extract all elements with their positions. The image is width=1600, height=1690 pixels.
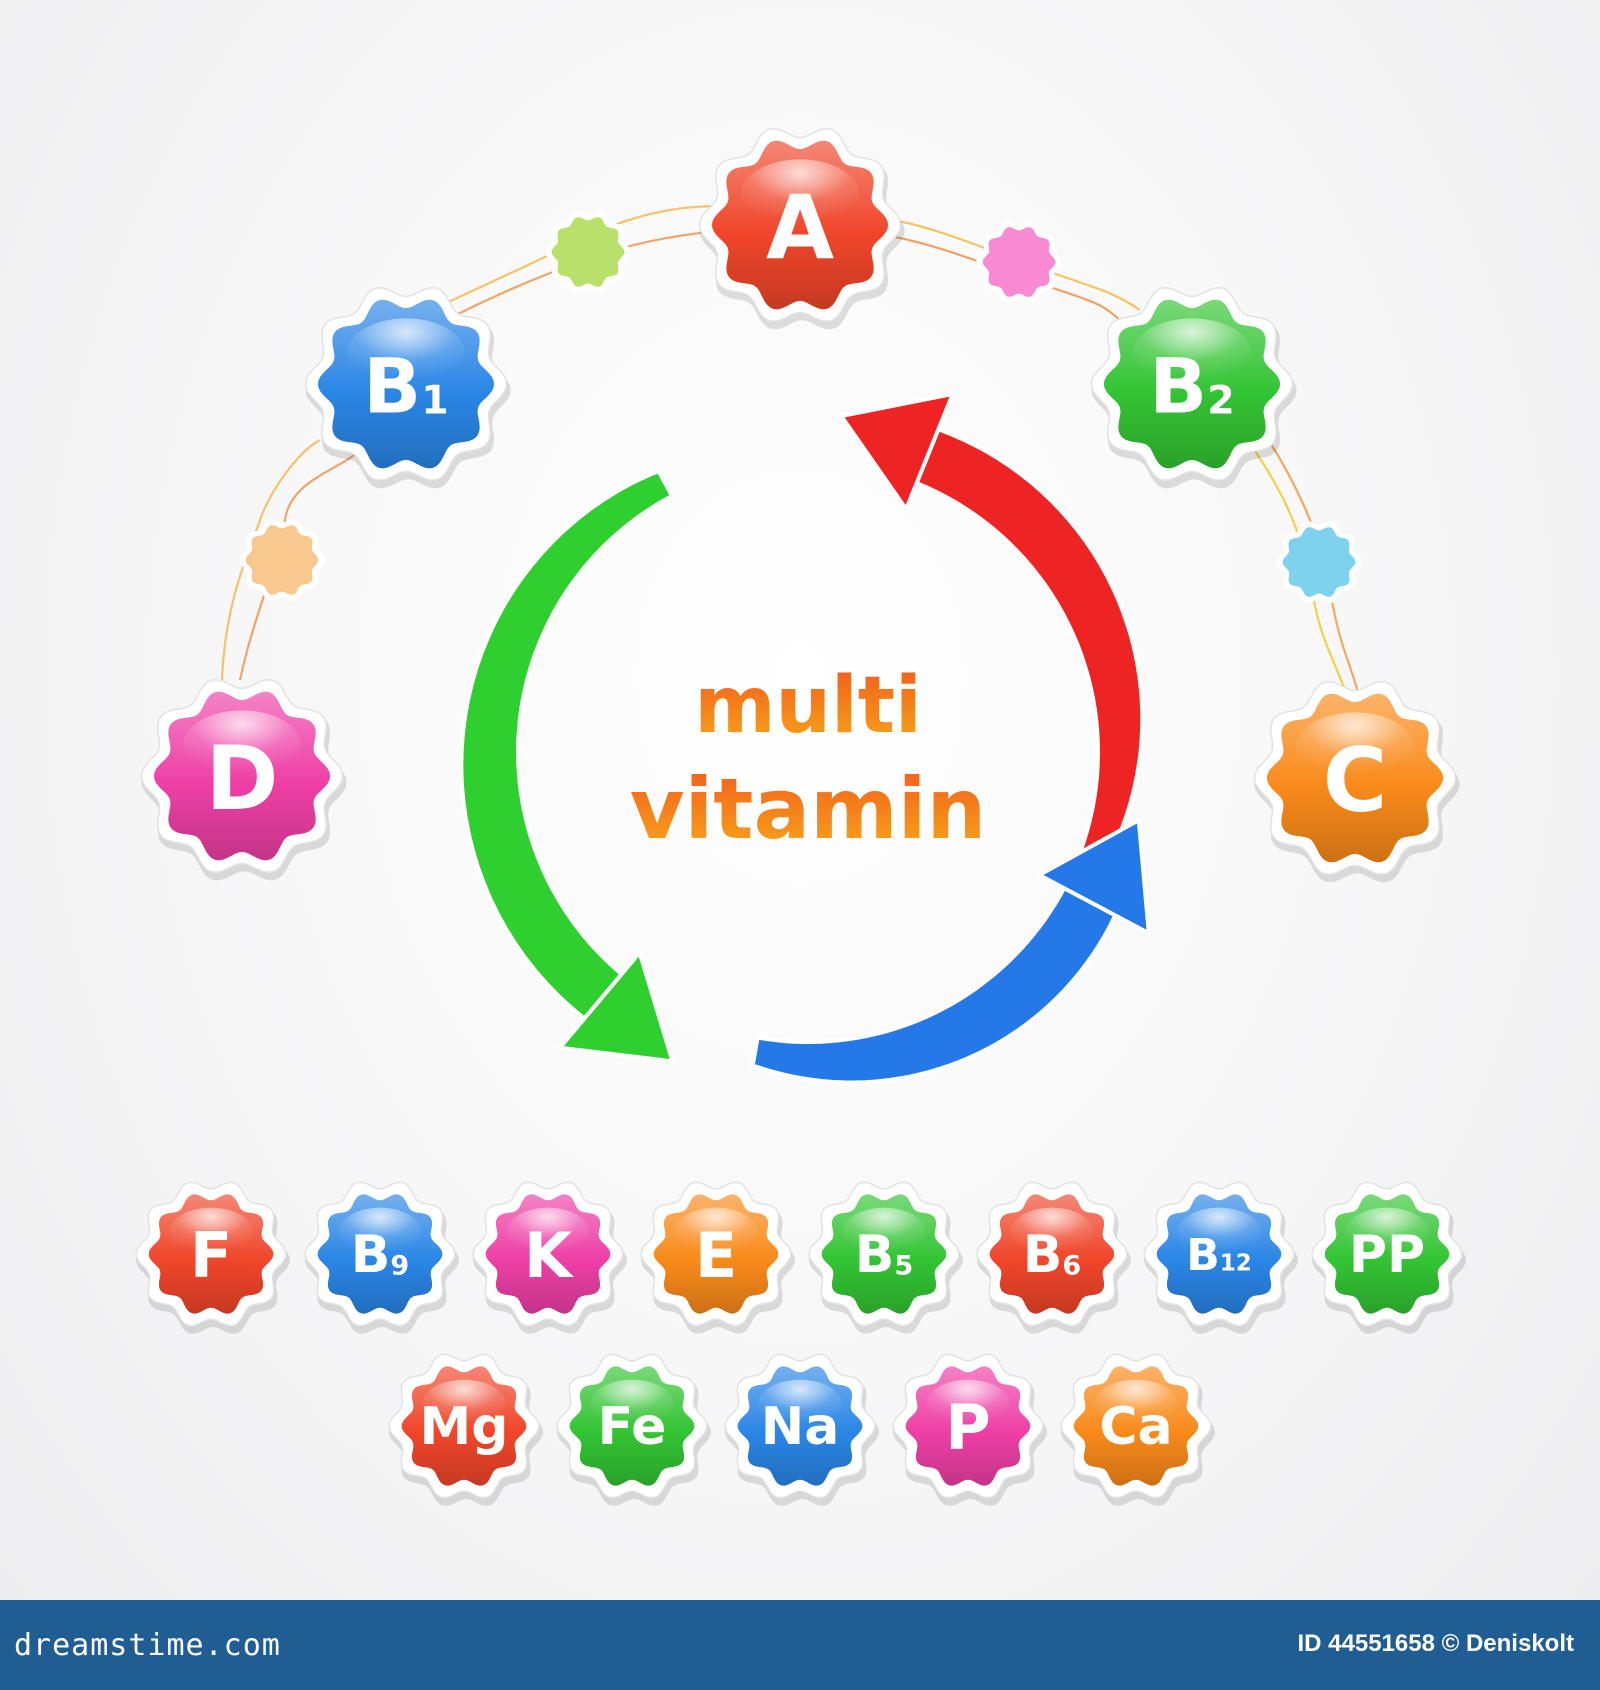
badge-label: E xyxy=(695,1219,737,1292)
red-arrow-head xyxy=(839,392,955,512)
badge-row1-b5: B5 xyxy=(808,1181,963,1334)
badge-label: C xyxy=(1323,728,1388,831)
connector-curve xyxy=(238,449,361,681)
badge-label: B1 xyxy=(363,341,448,430)
green-arrow xyxy=(459,468,675,1022)
badge-gloss xyxy=(182,710,302,780)
badge-row1-b12: B12 xyxy=(1143,1181,1298,1334)
badge-arc-d: D xyxy=(140,678,347,881)
badge-gloss xyxy=(506,1207,590,1257)
badge-label: D xyxy=(205,726,278,829)
badge-letter: Mg xyxy=(420,1397,509,1457)
badge-row1-k: K xyxy=(472,1181,627,1334)
badge-gloss xyxy=(842,1207,926,1257)
badge-letter: B xyxy=(1149,341,1207,430)
connector-dot xyxy=(551,217,625,287)
badge-row2-na: Na xyxy=(724,1353,879,1506)
badge-label: B5 xyxy=(855,1225,913,1285)
badge-gloss xyxy=(926,1379,1010,1429)
footer-bar: dreamstime.com ID 44551658 © Deniskolt xyxy=(0,1600,1600,1690)
badge-gloss xyxy=(1177,1207,1261,1257)
badge-arc-c: C xyxy=(1253,680,1460,883)
badge-arc-b2: B2 xyxy=(1090,286,1297,489)
badge-letter: E xyxy=(695,1219,737,1292)
badge-letter: Fe xyxy=(598,1397,667,1457)
badge-row2-ca: Ca xyxy=(1060,1353,1215,1506)
badge-row2-fe: Fe xyxy=(556,1353,711,1506)
badge-letter: PP xyxy=(1349,1225,1425,1285)
badge-subscript: 5 xyxy=(894,1250,913,1281)
badge-gloss xyxy=(1132,318,1252,388)
connector-curve xyxy=(220,439,321,681)
center-title-line2: vitamin xyxy=(630,760,987,858)
badge-gloss xyxy=(169,1207,253,1257)
cycle-arrows xyxy=(459,392,1151,1085)
badge-label: A xyxy=(766,175,834,278)
badge-label: Mg xyxy=(420,1397,509,1457)
badge-gloss xyxy=(1345,1207,1429,1257)
blue-arrow-head xyxy=(1037,818,1151,936)
badge-letter: B xyxy=(363,341,421,430)
badge-letter: D xyxy=(205,726,278,829)
badge-gloss xyxy=(1010,1207,1094,1257)
badge-letter: Ca xyxy=(1099,1397,1172,1457)
center-title: multi vitamin xyxy=(630,661,987,858)
connector-dot xyxy=(245,525,319,595)
badge-label: B6 xyxy=(1023,1225,1081,1285)
badge-label: F xyxy=(190,1219,232,1292)
badge-row1-b6: B6 xyxy=(976,1181,1131,1334)
blue-arrow xyxy=(750,885,1118,1085)
badge-letter: F xyxy=(190,1219,232,1292)
badge-gloss xyxy=(346,318,466,388)
badge-gloss xyxy=(674,1207,758,1257)
center-title-line1: multi xyxy=(694,661,922,751)
badge-label: P xyxy=(945,1391,990,1464)
connector-dot xyxy=(982,227,1056,297)
badge-subscript: 9 xyxy=(390,1250,409,1281)
badge-label: Fe xyxy=(598,1397,667,1457)
badge-gloss xyxy=(758,1379,842,1429)
green-arrow-head xyxy=(557,950,675,1064)
footer-site-link[interactable]: dreamstime.com xyxy=(14,1628,281,1663)
badge-row2-mg: Mg xyxy=(388,1353,543,1506)
badge-letter: B xyxy=(351,1225,391,1285)
footer-image-id: ID 44551658 © Deniskolt xyxy=(1297,1630,1575,1657)
connector-dot xyxy=(1282,527,1356,597)
badge-subscript: 1 xyxy=(421,378,449,424)
badge-letter: B xyxy=(855,1225,895,1285)
badge-label: PP xyxy=(1349,1225,1425,1285)
badge-gloss xyxy=(1094,1379,1178,1429)
badge-arc-b1: B1 xyxy=(304,286,511,489)
badge-gloss xyxy=(740,159,860,229)
badge-gloss xyxy=(1295,712,1415,782)
badge-letter: B xyxy=(1186,1229,1220,1280)
badge-label: Ca xyxy=(1099,1397,1172,1457)
badge-arc-a: A xyxy=(698,127,905,330)
badge-row1-pp: PP xyxy=(1311,1181,1466,1334)
badge-letter: P xyxy=(945,1391,990,1464)
badge-letter: K xyxy=(524,1219,574,1292)
badge-gloss xyxy=(422,1379,506,1429)
badge-row1-f: F xyxy=(135,1181,290,1334)
badge-label: B12 xyxy=(1186,1229,1251,1280)
badge-subscript: 2 xyxy=(1207,378,1235,424)
badge-row1-b9: B9 xyxy=(304,1181,459,1334)
badge-gloss xyxy=(590,1379,674,1429)
badge-letter: B xyxy=(1023,1225,1063,1285)
badge-subscript: 6 xyxy=(1062,1250,1081,1281)
connector-dots xyxy=(239,211,1362,603)
badge-row2-p: P xyxy=(892,1353,1047,1506)
badge-letter: A xyxy=(766,175,834,278)
badge-subscript: 12 xyxy=(1220,1251,1252,1277)
badge-label: B2 xyxy=(1149,341,1234,430)
badge-gloss xyxy=(338,1207,422,1257)
badge-label: K xyxy=(524,1219,574,1292)
badge-label: B9 xyxy=(351,1225,409,1285)
badge-row1-e: E xyxy=(640,1181,795,1334)
badge-letter: C xyxy=(1323,728,1388,831)
badge-label: Na xyxy=(761,1397,840,1457)
badge-letter: Na xyxy=(761,1397,840,1457)
